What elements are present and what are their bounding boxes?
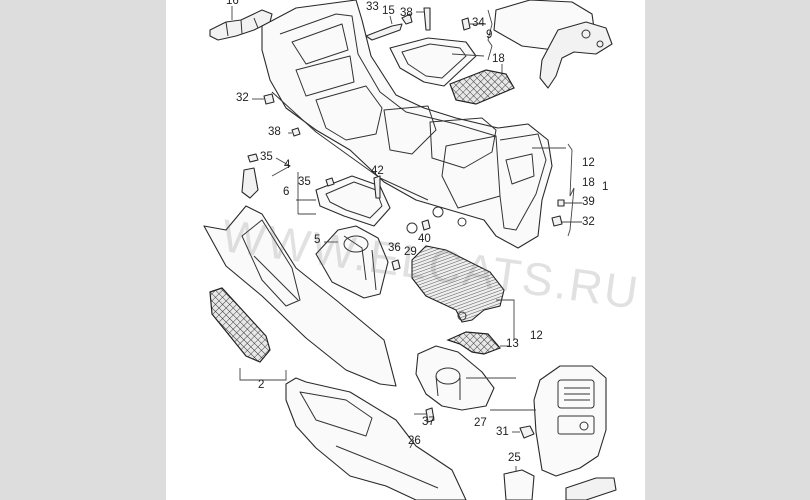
part-13-mat xyxy=(446,331,510,355)
callout-5[interactable]: 5 xyxy=(314,234,321,246)
part-1-console-body xyxy=(261,0,553,249)
fasteners xyxy=(241,7,493,423)
callout-25[interactable]: 25 xyxy=(508,452,521,464)
callout-6[interactable]: 6 xyxy=(283,186,290,198)
part-9-tray xyxy=(389,37,485,87)
callout-32-right[interactable]: 32 xyxy=(582,216,595,228)
callout-4[interactable]: 4 xyxy=(284,159,291,171)
part-25-duct-end xyxy=(503,466,535,500)
callout-31[interactable]: 31 xyxy=(496,426,509,438)
part-armrest xyxy=(493,0,613,89)
callout-40[interactable]: 40 xyxy=(418,233,431,245)
callout-16[interactable]: 16 xyxy=(226,0,239,7)
part-5-shifter xyxy=(315,225,389,299)
diagram-sheet: WWW.ELCATS.RU 16 33 15 38 34 9 18 32 38 … xyxy=(166,0,645,500)
part-31-switch xyxy=(512,425,535,439)
callout-37[interactable]: 37 xyxy=(422,416,435,428)
callout-35-b[interactable]: 35 xyxy=(298,176,311,188)
part-27-rear-vent xyxy=(490,365,607,477)
part-18-mat-top xyxy=(449,64,515,105)
callout-18-top[interactable]: 18 xyxy=(492,53,505,65)
callout-1[interactable]: 1 xyxy=(602,181,609,193)
callout-15[interactable]: 15 xyxy=(382,5,395,17)
callout-12-lower[interactable]: 12 xyxy=(530,330,543,342)
callout-13[interactable]: 13 xyxy=(506,338,519,350)
callout-26[interactable]: 26 xyxy=(408,435,421,447)
part-15-trim xyxy=(365,15,403,41)
callout-34[interactable]: 34 xyxy=(472,17,485,29)
callout-29[interactable]: 29 xyxy=(404,246,417,258)
callout-12-right[interactable]: 12 xyxy=(582,157,595,169)
callout-9[interactable]: 9 xyxy=(486,29,493,41)
callout-38-top[interactable]: 38 xyxy=(400,7,413,19)
callout-38-left[interactable]: 38 xyxy=(268,126,281,138)
part-6-frame xyxy=(296,172,391,227)
callout-32-left[interactable]: 32 xyxy=(236,92,249,104)
part-26-air-duct xyxy=(285,377,467,500)
callout-27[interactable]: 27 xyxy=(474,417,487,429)
part-16-connector xyxy=(209,6,273,41)
callout-33[interactable]: 33 xyxy=(366,1,379,13)
exploded-drawing xyxy=(203,0,617,500)
callout-2[interactable]: 2 xyxy=(258,379,265,391)
part-bottom-right xyxy=(565,477,617,500)
callout-18-right[interactable]: 18 xyxy=(582,177,595,189)
callout-35-a[interactable]: 35 xyxy=(260,151,273,163)
part-12-cup-tray xyxy=(411,245,515,340)
callout-42[interactable]: 42 xyxy=(371,165,384,177)
part-clips-right xyxy=(532,143,582,237)
part-2-side-panel xyxy=(203,205,397,387)
callout-36[interactable]: 36 xyxy=(388,242,401,254)
part-cup-holder-box xyxy=(415,345,516,411)
callout-39[interactable]: 39 xyxy=(582,196,595,208)
